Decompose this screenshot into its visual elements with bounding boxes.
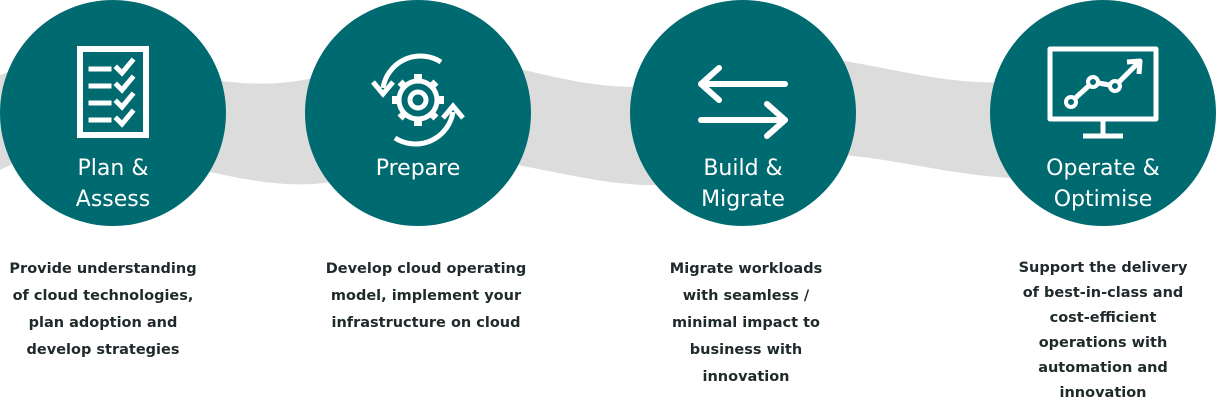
step-title: Build &	[703, 156, 783, 181]
step-description: Develop cloud operating model, implement…	[325, 261, 527, 331]
step-prepare: Prepare	[305, 0, 531, 226]
step-title: Assess	[75, 187, 151, 212]
step-title: Migrate	[701, 187, 785, 212]
step-title: Optimise	[1053, 187, 1153, 212]
step-description: Provide understanding of cloud technolog…	[9, 261, 197, 358]
step-plan-assess: Plan & Assess	[0, 0, 226, 226]
monitor-trend-icon	[1047, 46, 1159, 139]
checklist-icon	[77, 46, 149, 138]
swap-arrows-icon	[698, 65, 788, 139]
step-build-migrate: Build & Migrate	[630, 0, 856, 226]
step-description: Migrate workloads with seamless / minima…	[669, 261, 823, 385]
step-operate-optimise: Operate & Optimise	[990, 0, 1216, 226]
step-title: Prepare	[375, 156, 461, 181]
gear-cycle-icon	[371, 53, 465, 147]
step-title: Operate &	[1046, 156, 1160, 181]
step-description: Support the delivery of best-in-class an…	[1018, 260, 1188, 401]
step-title: Plan &	[77, 156, 149, 181]
